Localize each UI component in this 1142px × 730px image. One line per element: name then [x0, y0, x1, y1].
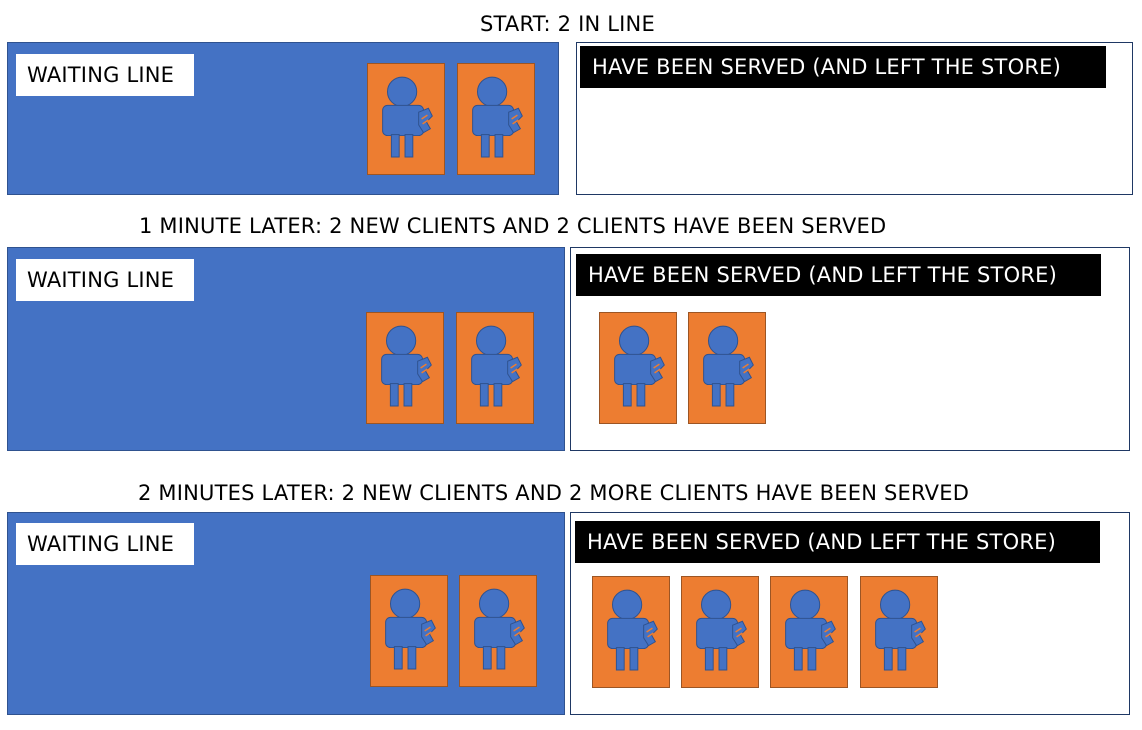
waiting-line-label: WAITING LINE	[16, 523, 194, 565]
served-label: HAVE BEEN SERVED (AND LEFT THE STORE)	[575, 521, 1100, 563]
served-panel: HAVE BEEN SERVED (AND LEFT THE STORE)	[570, 247, 1130, 451]
waiting-client	[459, 575, 537, 687]
stage-caption: START: 2 IN LINE	[480, 12, 655, 36]
served-label: HAVE BEEN SERVED (AND LEFT THE STORE)	[580, 46, 1106, 88]
waiting-line-label: WAITING LINE	[16, 54, 194, 96]
waiting-client	[366, 312, 444, 424]
served-client	[599, 312, 677, 424]
person-with-bag-icon	[471, 325, 522, 407]
waiting-client	[370, 575, 448, 687]
person-with-bag-icon	[381, 325, 432, 407]
waiting-client	[367, 63, 445, 175]
served-client	[688, 312, 766, 424]
person-with-bag-icon	[703, 325, 754, 407]
served-client	[681, 576, 759, 688]
waiting-line-panel: WAITING LINE	[7, 247, 565, 451]
person-with-bag-icon	[696, 589, 747, 671]
person-with-bag-icon	[875, 589, 926, 671]
served-client	[592, 576, 670, 688]
served-client	[770, 576, 848, 688]
person-with-bag-icon	[382, 76, 433, 158]
waiting-client	[456, 312, 534, 424]
served-panel: HAVE BEEN SERVED (AND LEFT THE STORE)	[576, 42, 1133, 195]
stage-caption: 1 MINUTE LATER: 2 NEW CLIENTS AND 2 CLIE…	[139, 214, 887, 238]
stage-caption: 2 MINUTES LATER: 2 NEW CLIENTS AND 2 MOR…	[138, 481, 970, 505]
person-with-bag-icon	[472, 76, 523, 158]
person-with-bag-icon	[785, 589, 836, 671]
waiting-client	[457, 63, 535, 175]
waiting-line-panel: WAITING LINE	[7, 42, 559, 195]
person-with-bag-icon	[385, 588, 436, 670]
served-client	[860, 576, 938, 688]
waiting-line-label: WAITING LINE	[16, 259, 194, 301]
person-with-bag-icon	[614, 325, 665, 407]
waiting-line-panel: WAITING LINE	[7, 512, 565, 715]
person-with-bag-icon	[607, 589, 658, 671]
served-label: HAVE BEEN SERVED (AND LEFT THE STORE)	[576, 254, 1101, 296]
served-panel: HAVE BEEN SERVED (AND LEFT THE STORE)	[570, 512, 1130, 715]
person-with-bag-icon	[474, 588, 525, 670]
